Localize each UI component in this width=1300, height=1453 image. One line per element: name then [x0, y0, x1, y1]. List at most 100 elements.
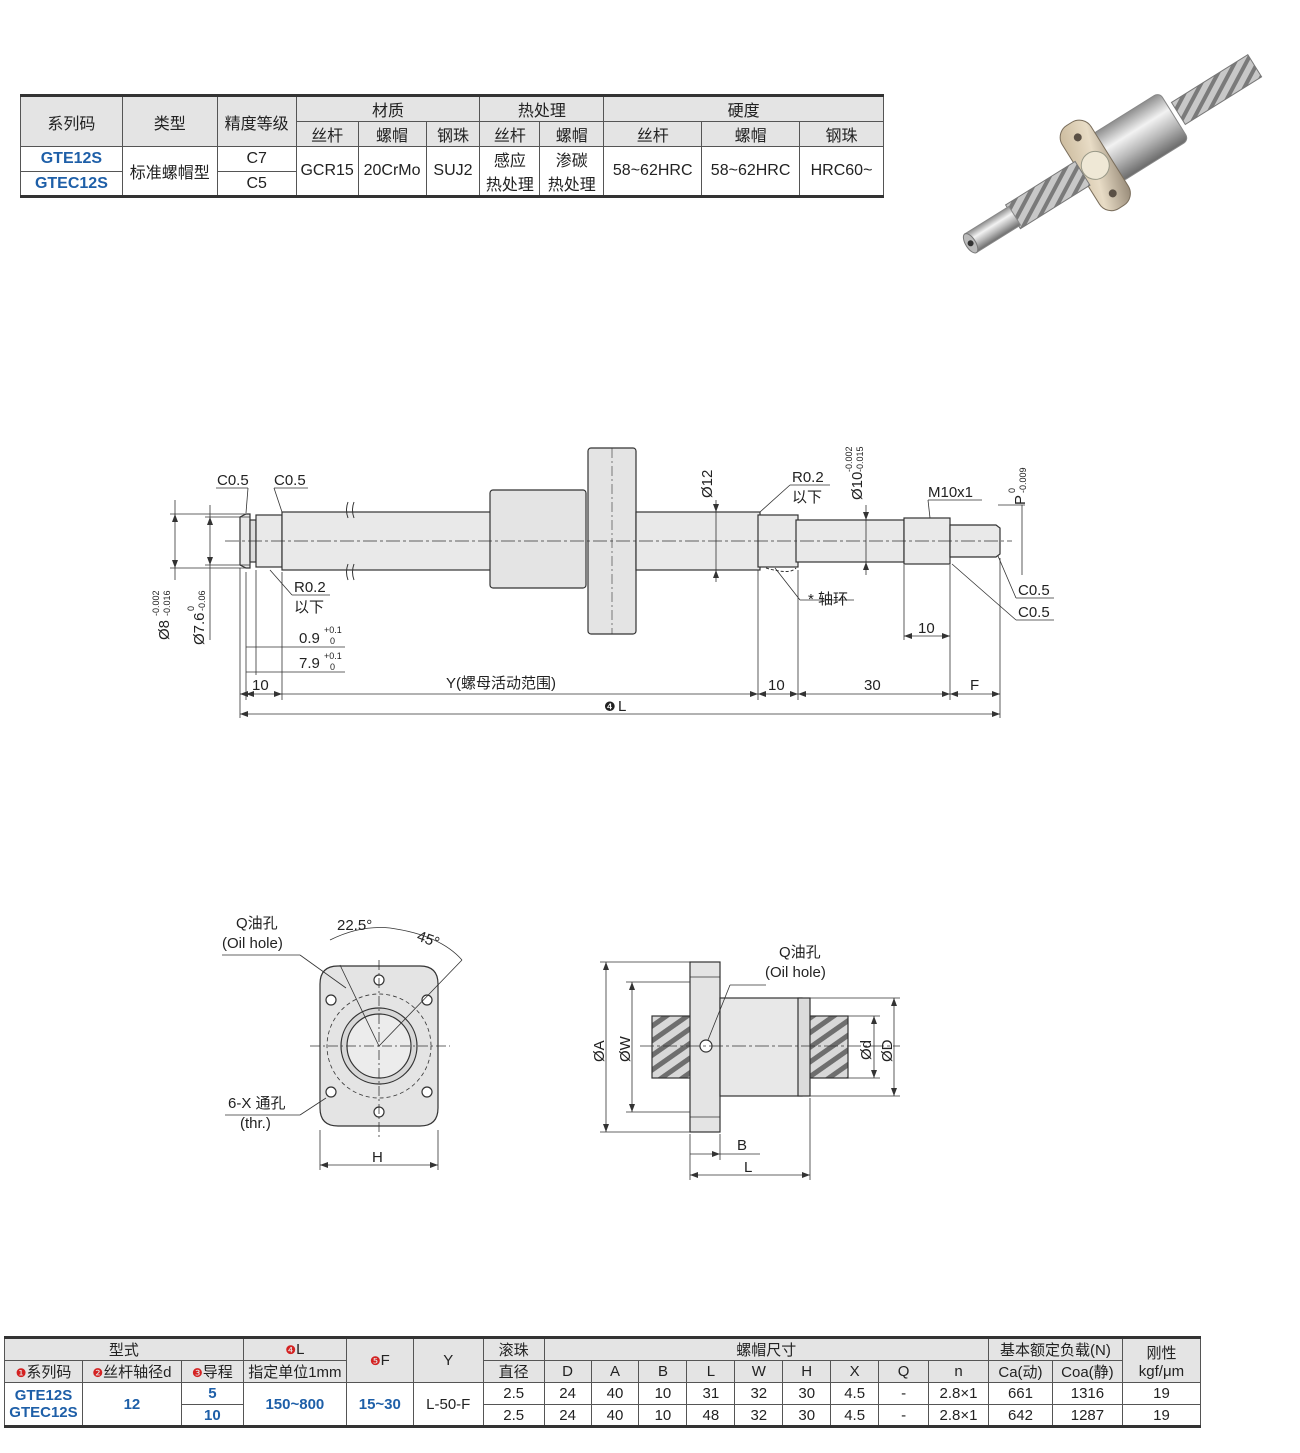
label-7.9-tol-bot: 0 — [330, 662, 335, 672]
label-r02-left: R0.2 — [294, 579, 326, 596]
label-dim10-a: 10 — [252, 677, 269, 694]
label-f: F — [970, 677, 979, 694]
label-side-d-big: ØD — [879, 1039, 896, 1062]
label-dia76-tol-bot: -0.06 — [197, 590, 207, 611]
label-dim10-c: 10 — [918, 620, 935, 637]
header-rigidity-1: 刚性 — [1146, 1344, 1177, 1362]
front-view-drawing: Q油孔 (Oil hole) 22.5° 45° 6-X 通孔 (thr.) H — [222, 915, 463, 1170]
label-0.9: 0.9 — [299, 630, 320, 647]
header-hardness-screw: 丝杆 — [603, 121, 703, 147]
val-w: 32 — [734, 1404, 784, 1428]
label-oil-hole: Q油孔 — [236, 915, 278, 932]
label-side-b: B — [737, 1137, 747, 1154]
header-f-text: F — [380, 1352, 390, 1369]
label-p-tol-top: 0 — [1007, 488, 1017, 493]
label-dia10-tol-top: -0.002 — [844, 446, 854, 472]
material-screw-cell: GCR15 — [295, 146, 359, 198]
label-7.9: 7.9 — [299, 655, 320, 672]
header-heat-treatment: 热处理 — [479, 94, 605, 122]
header-hardness-nut: 螺帽 — [701, 121, 801, 147]
material-ball-cell: SUJ2 — [425, 146, 481, 198]
val-coa: 1316 — [1051, 1382, 1123, 1405]
hardness-nut-cell: 58~62HRC — [701, 146, 801, 198]
header-lead: ❸导程 — [180, 1360, 244, 1383]
ball-cell: 2.5 — [482, 1404, 545, 1428]
header-l-text: L — [296, 1341, 305, 1358]
header-type: 类型 — [121, 94, 218, 147]
lead-cell: 10 — [180, 1404, 244, 1428]
val-q: - — [878, 1382, 930, 1405]
label-7.9-tol-top: +0.1 — [324, 651, 342, 661]
header-col-q: Q — [878, 1360, 930, 1383]
series-code-cell: GTEC12S — [20, 171, 123, 198]
f-range-cell: 15~30 — [345, 1382, 414, 1428]
precision-cell: C7 — [216, 146, 297, 172]
val-n: 2.8×1 — [928, 1404, 989, 1428]
label-0.9-tol-top: +0.1 — [324, 625, 342, 635]
lead-cell: 5 — [180, 1382, 244, 1405]
header-material-ball: 钢珠 — [425, 121, 481, 147]
shaft-d-cell: 12 — [81, 1382, 182, 1428]
val-coa: 1287 — [1051, 1404, 1123, 1428]
header-heat-screw: 丝杆 — [479, 121, 541, 147]
side-nut-seal — [797, 997, 811, 1097]
label-angle-45: 45° — [415, 928, 442, 952]
header-hardness: 硬度 — [603, 94, 884, 122]
heat-screw-cell: 感应热处理 — [479, 146, 541, 198]
ball-cell: 2.5 — [482, 1382, 545, 1405]
header-ball-2: 直径 — [482, 1360, 545, 1383]
val-h: 30 — [782, 1404, 832, 1428]
material-nut-cell: 20CrMo — [357, 146, 427, 198]
val-x: 4.5 — [830, 1382, 880, 1405]
label-r02-right: R0.2 — [792, 469, 824, 486]
label-dia76-tol-top: 0 — [186, 606, 196, 611]
mounting-hole — [421, 1086, 433, 1098]
header-ball-1: 滚珠 — [482, 1336, 545, 1361]
header-shaft-text: 丝杆轴径d — [103, 1364, 172, 1381]
label-dim30: 30 — [864, 677, 881, 694]
label-r02-right-2: 以下 — [792, 489, 822, 506]
val-d: 24 — [543, 1382, 592, 1405]
header-model: 型式 — [4, 1336, 244, 1361]
val-q: - — [878, 1404, 930, 1428]
shaft-drawing: C0.5 C0.5 R0.2 以下 0.9 +0.1 0 7.9 +0.1 0 … — [151, 446, 1054, 718]
val-rigidity: 19 — [1121, 1404, 1202, 1428]
header-material-nut: 螺帽 — [357, 121, 427, 147]
label-dia8-tol-bot: -0.016 — [162, 590, 172, 616]
screw-thread-right — [807, 1015, 849, 1079]
label-holes: 6-X 通孔 — [228, 1095, 286, 1112]
marker-l-header: ❹ — [285, 1343, 297, 1357]
hardness-ball-cell: HRC60~ — [799, 146, 884, 198]
val-b: 10 — [638, 1382, 688, 1405]
label-c05-a: C0.5 — [217, 472, 249, 489]
label-dia10: Ø10 — [849, 472, 866, 500]
marker-l: ❹ — [604, 699, 616, 714]
header-shaft-d: ❷丝杆轴径d — [81, 1360, 182, 1383]
header-rigidity-2: kgf/μm — [1138, 1362, 1185, 1380]
mounting-hole — [325, 1086, 337, 1098]
label-dia10-tol-bot: -0.015 — [855, 446, 865, 472]
label-l: L — [618, 698, 626, 715]
code-gtec12s: GTEC12S — [9, 1404, 78, 1421]
header-l-unit: 指定单位1mm — [242, 1360, 347, 1383]
label-y-range: Y(螺母活动范围) — [446, 675, 556, 692]
label-dia76: Ø7.6 — [191, 612, 208, 645]
header-material-screw: 丝杆 — [295, 121, 359, 147]
header-load: 基本额定负载(N) — [987, 1336, 1123, 1361]
hardness-screw-cell: 58~62HRC — [603, 146, 703, 198]
val-h: 30 — [782, 1382, 832, 1405]
header-series: ❶系列码 — [4, 1360, 83, 1383]
label-dia8-tol-top: -0.002 — [151, 590, 161, 616]
val-n: 2.8×1 — [928, 1382, 989, 1405]
header-col-ca: Ca(动) — [987, 1360, 1053, 1383]
mounting-hole — [421, 994, 433, 1006]
side-nut-body — [719, 997, 803, 1097]
label-c05-d: C0.5 — [1018, 604, 1050, 621]
header-col-b: B — [638, 1360, 688, 1383]
heat-screw-line1: 感应 — [493, 153, 526, 170]
header-col-l: L — [686, 1360, 736, 1383]
header-l: ❹L — [242, 1336, 347, 1361]
val-l: 48 — [686, 1404, 736, 1428]
header-col-x: X — [830, 1360, 880, 1383]
